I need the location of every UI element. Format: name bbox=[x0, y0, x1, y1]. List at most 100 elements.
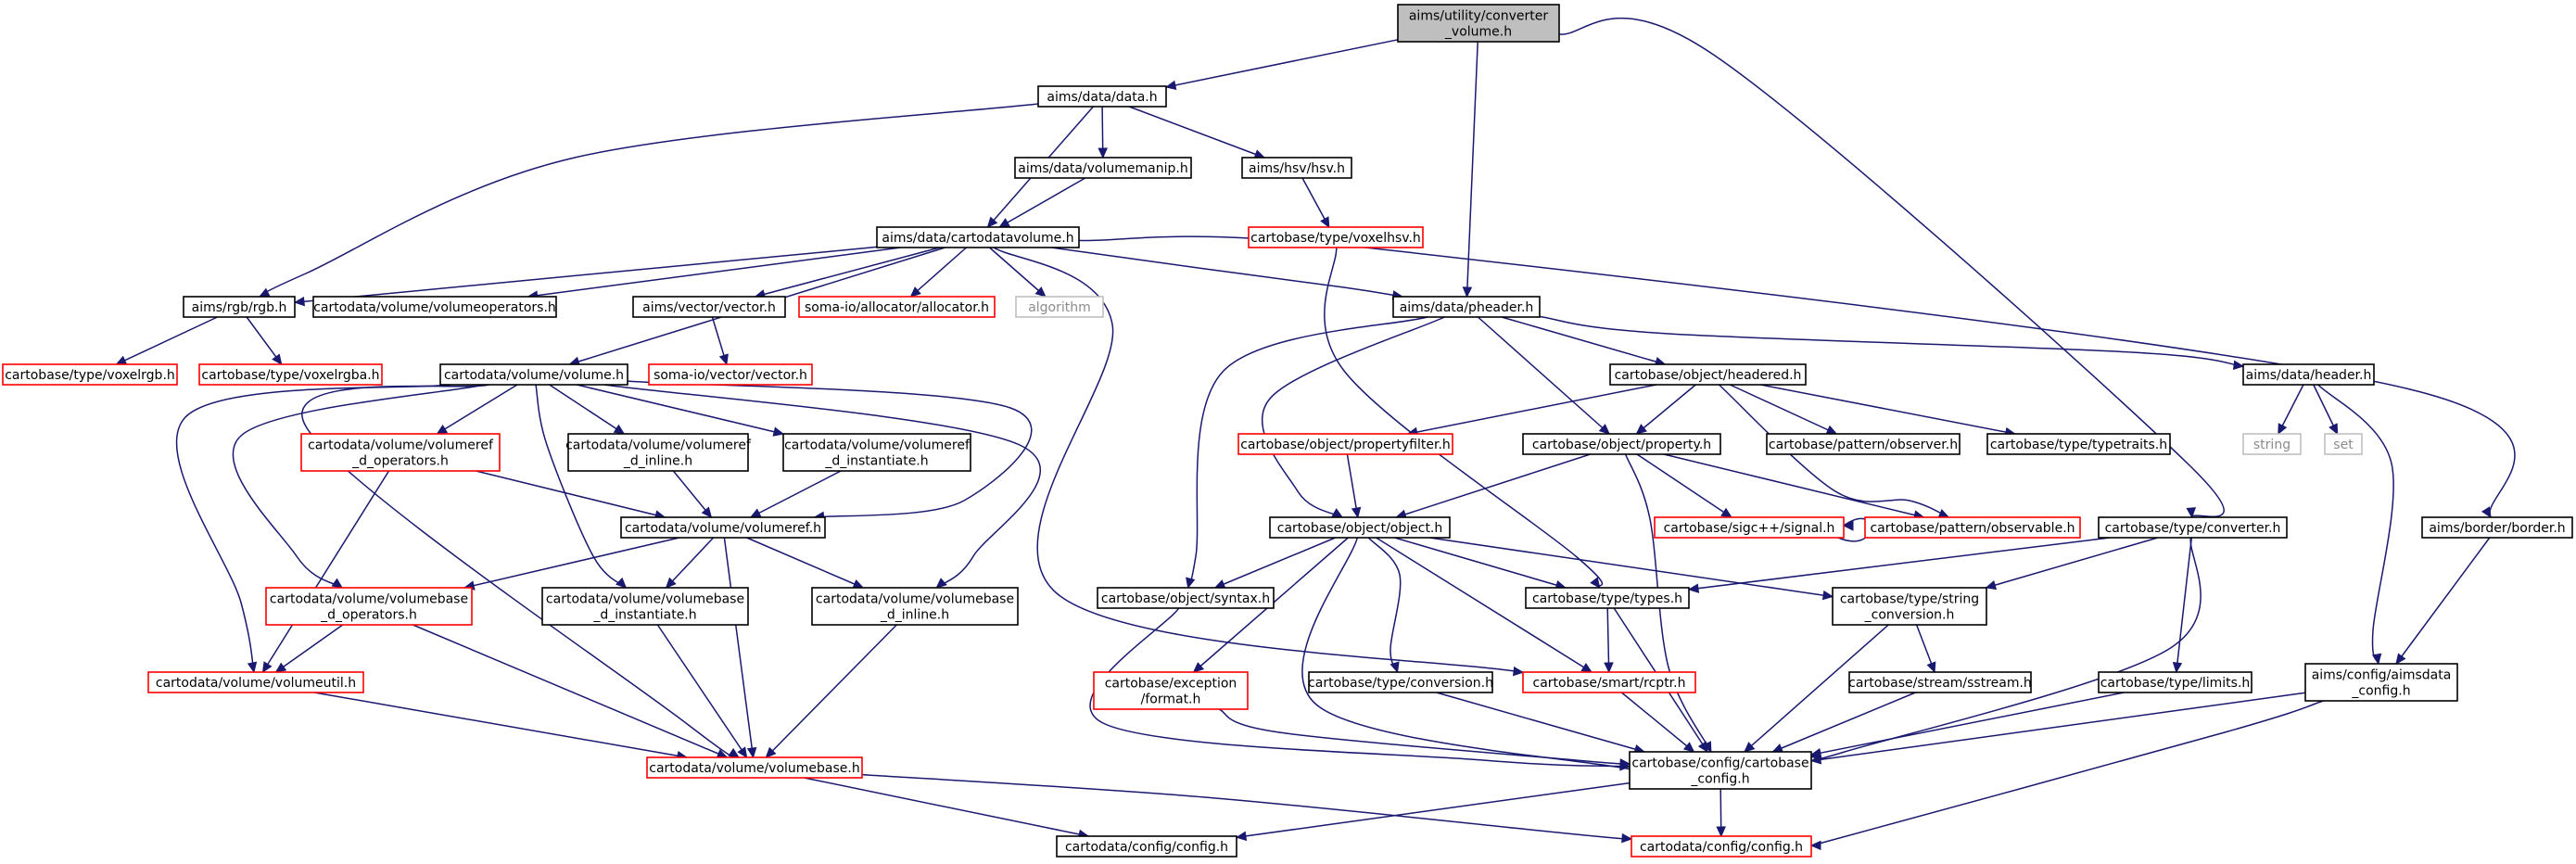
node-header[interactable]: aims/data/header.h bbox=[2242, 363, 2375, 386]
edge-headered-to-propfilter bbox=[1407, 384, 1656, 435]
edge-arrowhead bbox=[716, 749, 729, 758]
node-typeconv[interactable]: cartobase/type/conversion.h bbox=[1308, 671, 1493, 693]
node-strconv[interactable]: cartobase/type/string_conversion.h bbox=[1832, 587, 1987, 626]
edge-vbinst-to-volbase bbox=[656, 624, 748, 758]
node-types[interactable]: cartobase/type/types.h bbox=[1525, 587, 1690, 609]
edge-rgb-to-voxelrgb bbox=[116, 316, 218, 365]
node-cdv[interactable]: aims/data/cartodatavolume.h bbox=[876, 226, 1080, 248]
node-box bbox=[2098, 671, 2252, 693]
node-rgb[interactable]: aims/rgb/rgb.h bbox=[183, 296, 296, 318]
node-voxelrgba[interactable]: cartobase/type/voxelrgba.h bbox=[198, 363, 383, 386]
edge-volmanip-to-cdv bbox=[998, 177, 1086, 228]
node-label: aims/data/data.h bbox=[1047, 90, 1157, 105]
node-box bbox=[541, 587, 749, 626]
edge-cdv-to-pheader bbox=[1051, 247, 1403, 298]
edge-converter-to-types bbox=[1688, 537, 2111, 591]
edge-arrowhead bbox=[1604, 662, 1614, 674]
node-voxelhsv[interactable]: cartobase/type/voxelhsv.h bbox=[1248, 226, 1424, 248]
node-vrefinst[interactable]: cartodata/volume/volumeref_d_instantiate… bbox=[782, 433, 971, 472]
node-label: _volume.h bbox=[1444, 25, 1512, 40]
edge-volume-to-vrefops bbox=[437, 384, 518, 435]
edge-arrowhead bbox=[258, 287, 271, 298]
node-pheader[interactable]: aims/data/pheader.h bbox=[1392, 296, 1541, 318]
node-set[interactable]: set bbox=[2324, 433, 2363, 455]
node-sstream[interactable]: cartobase/stream/sstream.h bbox=[1848, 671, 2032, 693]
node-data[interactable]: aims/data/data.h bbox=[1037, 85, 1167, 108]
node-vbops[interactable]: cartodata/volume/volumebase_d_operators.… bbox=[265, 587, 473, 626]
node-vbinline[interactable]: cartodata/volume/volumebase_d_inline.h bbox=[811, 587, 1019, 626]
node-algorithm[interactable]: algorithm bbox=[1015, 296, 1104, 318]
edge-typeconv-to-cbconfig bbox=[1436, 692, 1645, 753]
node-vbinst[interactable]: cartodata/volume/volumebase_d_instantiat… bbox=[541, 587, 749, 626]
node-label: cartodata/volume/volumeref bbox=[308, 438, 494, 453]
edge-vrefinline-to-volumeref bbox=[672, 470, 712, 518]
edge-volume-to-vbinst bbox=[535, 384, 627, 589]
edge-arrowhead bbox=[1164, 80, 1177, 91]
node-cdconfig[interactable]: cartodata/config/config.h bbox=[1056, 835, 1237, 858]
node-label: soma-io/vector/vector.h bbox=[654, 368, 807, 383]
node-cbconfig[interactable]: cartobase/config/cartobase_config.h bbox=[1629, 751, 1812, 790]
node-hsv[interactable]: aims/hsv/hsv.h bbox=[1241, 157, 1352, 179]
edge-arrowhead bbox=[2278, 423, 2288, 436]
node-object[interactable]: cartobase/object/object.h bbox=[1269, 516, 1451, 539]
edge-volume-to-vbinline bbox=[603, 384, 1041, 589]
node-box bbox=[1766, 433, 1961, 455]
node-volume[interactable]: cartodata/volume/volume.h bbox=[439, 363, 628, 386]
node-label: _d_operators.h bbox=[320, 608, 417, 623]
node-somavector[interactable]: soma-io/vector/vector.h bbox=[648, 363, 813, 386]
edge-excfmt-to-cbconfig bbox=[1218, 708, 1631, 765]
node-converter[interactable]: cartobase/type/converter.h bbox=[2098, 516, 2288, 539]
node-label: aims/data/pheader.h bbox=[1400, 300, 1534, 315]
edge-volutil-to-volbase bbox=[313, 692, 688, 758]
node-box bbox=[1097, 587, 1275, 609]
node-vrefinline[interactable]: cartodata/volume/volumeref_d_inline.h bbox=[565, 433, 752, 472]
node-syntax[interactable]: cartobase/object/syntax.h bbox=[1097, 587, 1275, 609]
node-headered[interactable]: cartobase/object/headered.h bbox=[1609, 363, 1807, 386]
node-volops[interactable]: cartodata/volume/volumeoperators.h bbox=[312, 296, 557, 318]
node-limits[interactable]: cartobase/type/limits.h bbox=[2098, 671, 2252, 693]
edge-arrowhead bbox=[1985, 580, 1998, 591]
node-label: _d_operators.h bbox=[351, 454, 449, 469]
node-label: _d_instantiate.h bbox=[824, 454, 928, 469]
node-string[interactable]: string bbox=[2242, 433, 2302, 455]
node-rcptr[interactable]: cartobase/smart/rcptr.h bbox=[1522, 671, 1696, 693]
node-aimsdata[interactable]: aims/config/aimsdata_config.h bbox=[2304, 663, 2458, 702]
edge-arrowhead bbox=[1351, 506, 1362, 519]
node-label: aims/border/border.h bbox=[2429, 521, 2565, 536]
edge-arrowhead bbox=[615, 577, 628, 589]
edge-headered-to-observer bbox=[1729, 384, 1837, 435]
node-volumeref[interactable]: cartodata/volume/volumeref.h bbox=[620, 516, 826, 539]
node-volmanip[interactable]: aims/data/volumemanip.h bbox=[1014, 157, 1192, 179]
node-observable[interactable]: cartobase/pattern/observable.h bbox=[1864, 516, 2081, 539]
node-box bbox=[2242, 433, 2302, 455]
node-label: cartodata/volume/volumebase.h bbox=[649, 761, 859, 776]
node-vrefops[interactable]: cartodata/volume/volumeref_d_operators.h bbox=[300, 433, 501, 472]
edge-pheader-to-object bbox=[1261, 316, 1445, 518]
node-signal[interactable]: cartobase/sigc++/signal.h bbox=[1654, 516, 1845, 539]
node-allocator[interactable]: soma-io/allocator/allocator.h bbox=[798, 296, 996, 318]
edge-arrowhead bbox=[2186, 507, 2197, 519]
node-cdconfig2[interactable]: cartodata/config/config.h bbox=[1631, 835, 1812, 858]
node-box bbox=[1525, 587, 1690, 609]
node-voxelrgb[interactable]: cartobase/type/voxelrgb.h bbox=[2, 363, 178, 386]
node-volbase[interactable]: cartodata/volume/volumebase.h bbox=[646, 756, 863, 779]
node-label: cartodata/volume/volumeref bbox=[784, 438, 971, 453]
node-label: cartobase/object/syntax.h bbox=[1101, 591, 1270, 606]
node-propfilter[interactable]: cartobase/object/propertyfilter.h bbox=[1237, 433, 1453, 455]
node-border[interactable]: aims/border/border.h bbox=[2421, 516, 2573, 539]
node-volutil[interactable]: cartodata/volume/volumeutil.h bbox=[147, 671, 364, 693]
node-label: cartobase/pattern/observable.h bbox=[1870, 521, 2075, 536]
node-box bbox=[811, 587, 1019, 626]
edge-headered-to-typetraits bbox=[1760, 384, 2015, 435]
edge-propfilter-to-object bbox=[1346, 453, 1359, 518]
node-root[interactable]: aims/utility/converter_volume.h bbox=[1397, 4, 1560, 43]
node-box bbox=[1609, 363, 1807, 386]
node-property[interactable]: cartobase/object/property.h bbox=[1522, 433, 1721, 455]
node-label: cartodata/volume/volumebase bbox=[546, 592, 744, 607]
node-label: cartobase/type/voxelrgb.h bbox=[5, 368, 175, 383]
node-observer[interactable]: cartobase/pattern/observer.h bbox=[1766, 433, 1961, 455]
node-excfmt[interactable]: cartobase/exception/format.h bbox=[1093, 671, 1249, 710]
node-vector[interactable]: aims/vector/vector.h bbox=[632, 296, 786, 318]
edge-arrowhead bbox=[701, 506, 713, 518]
node-typetraits[interactable]: cartobase/type/typetraits.h bbox=[1986, 433, 2171, 455]
